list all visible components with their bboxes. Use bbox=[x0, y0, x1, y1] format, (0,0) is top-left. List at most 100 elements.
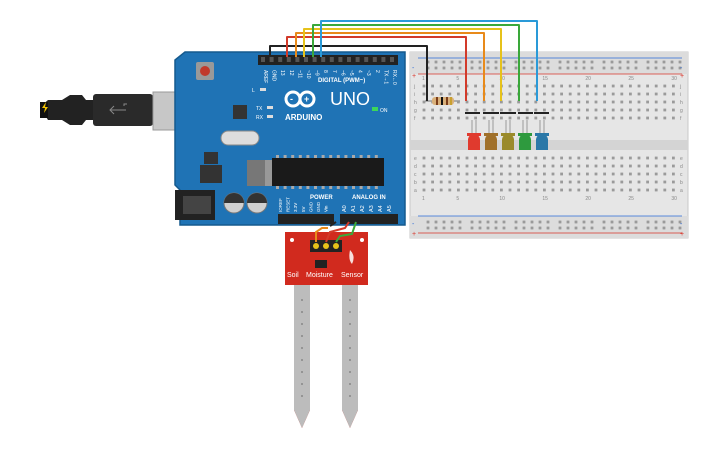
column-number: 5 bbox=[456, 196, 459, 202]
soil-moisture-sensor: Soil Moisture Sensor bbox=[285, 232, 368, 428]
column-number: 15 bbox=[542, 196, 548, 202]
digital-pin-label: 13 bbox=[279, 70, 285, 76]
jumper-wires bbox=[269, 20, 538, 101]
sensor-label-sensor: Sensor bbox=[341, 272, 364, 279]
column-number: 20 bbox=[585, 196, 591, 202]
analog-pin-label: A0 bbox=[342, 205, 348, 212]
rail-sign: - bbox=[412, 221, 415, 228]
digital-pin-label: 2 bbox=[374, 70, 380, 73]
digital-pin-label: RX←0 bbox=[391, 70, 397, 85]
power-pin-label: Vin bbox=[324, 205, 329, 212]
row-letter: f bbox=[680, 116, 682, 122]
atmega-chip bbox=[272, 158, 384, 186]
row-letter: c bbox=[680, 172, 683, 178]
sensor-label-soil: Soil bbox=[287, 272, 299, 279]
tx-label: TX bbox=[256, 106, 263, 112]
row-letter: f bbox=[414, 116, 416, 122]
reset-button[interactable] bbox=[200, 66, 210, 76]
wire-red bbox=[286, 36, 467, 101]
svg-text:-: - bbox=[290, 94, 293, 104]
resistor bbox=[425, 97, 460, 105]
rail-sign: - bbox=[412, 65, 415, 72]
digital-pin-label: ~11 bbox=[296, 70, 302, 78]
l-led-label: L bbox=[252, 88, 255, 94]
digital-pin-label: 7 bbox=[331, 70, 337, 73]
digital-pin-label: 12 bbox=[288, 70, 294, 76]
led-group bbox=[467, 120, 549, 150]
analog-pin-label: A2 bbox=[360, 205, 366, 212]
row-letter: i bbox=[414, 92, 415, 98]
row-letter: h bbox=[414, 100, 417, 106]
column-number: 10 bbox=[499, 196, 505, 202]
row-letter: i bbox=[680, 92, 681, 98]
column-number: 25 bbox=[628, 196, 634, 202]
digital-pin-label: AREF bbox=[262, 70, 268, 83]
row-letter: d bbox=[414, 164, 417, 170]
row-letter: b bbox=[680, 180, 683, 186]
led-blue bbox=[535, 120, 549, 150]
analog-pin-label: A3 bbox=[369, 205, 375, 212]
row-letter: h bbox=[680, 100, 683, 106]
analog-in-label: ANALOG IN bbox=[352, 195, 386, 201]
row-letter: e bbox=[414, 156, 417, 162]
power-pin-label: 5V bbox=[301, 206, 306, 212]
led-red bbox=[467, 120, 481, 150]
arduino-logo-text: ARDUINO bbox=[285, 113, 322, 122]
power-pin-label: GND bbox=[316, 201, 321, 212]
digital-pin-label: ~9 bbox=[314, 70, 320, 76]
column-number: 25 bbox=[628, 76, 634, 82]
power-pin-label: 3.3V bbox=[293, 203, 298, 212]
wire-orange bbox=[295, 32, 485, 101]
column-number: 5 bbox=[456, 76, 459, 82]
column-number: 15 bbox=[542, 76, 548, 82]
led-orange bbox=[484, 120, 498, 150]
power-label: POWER bbox=[310, 195, 333, 201]
rail-sign: + bbox=[412, 231, 416, 238]
column-number: 30 bbox=[671, 196, 677, 202]
column-number: 30 bbox=[671, 76, 677, 82]
row-letter: d bbox=[680, 164, 683, 170]
column-number: 20 bbox=[585, 76, 591, 82]
rail-sign: - bbox=[680, 65, 683, 72]
power-pin-label: RESET bbox=[286, 197, 291, 212]
sensor-wires bbox=[315, 221, 357, 243]
arduino-uno-board: - + ARDUINO UNO DIGITAL (PWM~) L TX RX O… bbox=[174, 51, 406, 226]
digital-header-pins bbox=[261, 57, 394, 62]
power-pin-label: IOREF bbox=[278, 198, 283, 212]
digital-pin-label: ~10 bbox=[305, 70, 311, 79]
row-letter: g bbox=[414, 108, 417, 114]
digital-pwm-label: DIGITAL (PWM~) bbox=[318, 78, 365, 84]
digital-pin-label: 4 bbox=[357, 70, 363, 73]
analog-pin-label: A1 bbox=[351, 205, 357, 212]
column-number: 1 bbox=[422, 76, 425, 82]
column-number: 10 bbox=[499, 76, 505, 82]
led-yellow bbox=[501, 120, 515, 150]
analog-pin-label: A5 bbox=[387, 205, 393, 212]
rail-sign: + bbox=[412, 73, 416, 80]
row-letter: a bbox=[680, 188, 683, 194]
rail-sign: + bbox=[680, 73, 684, 80]
wire-green bbox=[312, 24, 520, 101]
digital-pin-label: GND bbox=[271, 70, 277, 82]
digital-pin-label: TX→1 bbox=[382, 70, 388, 84]
digital-pin-label: ~5 bbox=[348, 70, 354, 76]
row-letter: b bbox=[414, 180, 417, 186]
power-pin-label: GND bbox=[308, 201, 313, 212]
row-letter: g bbox=[680, 108, 683, 114]
digital-pin-label: ~6 bbox=[339, 70, 345, 76]
led-green bbox=[518, 120, 532, 150]
row-letter: j bbox=[413, 84, 415, 90]
rail-sign: - bbox=[680, 221, 683, 228]
row-letter: a bbox=[414, 188, 417, 194]
rail-sign: + bbox=[680, 231, 684, 238]
digital-pin-label: 8 bbox=[322, 70, 328, 73]
row-letter: c bbox=[414, 172, 417, 178]
row-letter: j bbox=[679, 84, 681, 90]
column-number: 1 bbox=[422, 196, 425, 202]
arduino-logo: - + bbox=[284, 90, 316, 108]
usb-cable bbox=[40, 91, 196, 131]
analog-pin-label: A4 bbox=[378, 205, 384, 212]
digital-pin-label: ~3 bbox=[365, 70, 371, 76]
